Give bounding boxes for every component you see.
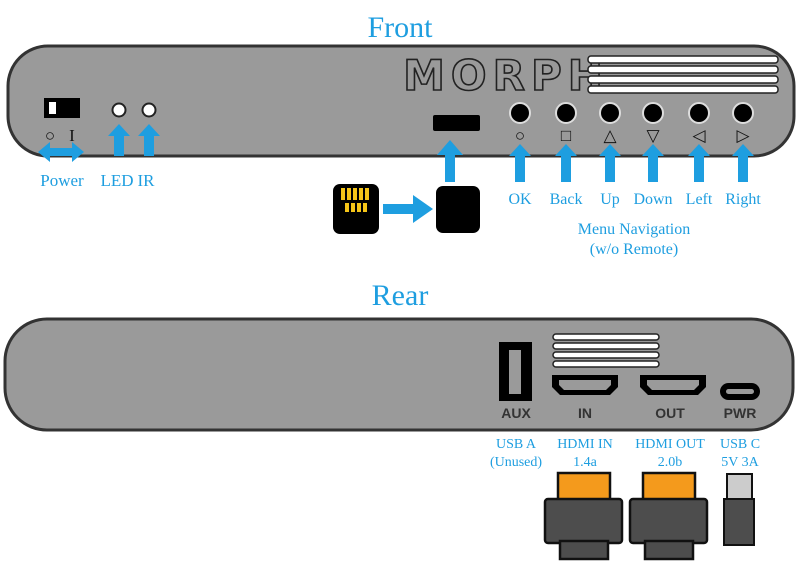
sd-card-slot [433,115,480,131]
nav-arrow-back [555,144,577,182]
nav-button-left[interactable] [688,102,710,124]
power-switch[interactable] [44,98,80,118]
port-label-aux: AUX [501,405,531,421]
nav-label-ok: OK [508,191,532,208]
port-caption-aux-line2: (Unused) [490,455,542,470]
led-indicator [111,102,127,118]
usb-c-port [720,383,760,400]
ir-label: IR [138,171,156,190]
hdmi-in-cable-icon [543,471,624,561]
menu-caption-line1: Menu Navigation [578,221,690,238]
power-on-symbol: I [69,126,75,145]
port-caption-out-line2: 2.0b [658,455,683,470]
power-double-arrow [38,142,84,162]
rear-heading: Rear [372,279,429,312]
port-caption-in-line2: 1.4a [573,455,598,470]
port-caption-pwr-line2: 5V 3A [721,455,759,470]
rear-vent-stripes [552,333,660,368]
power-off-symbol: ○ [45,126,55,145]
nav-label-up: Up [600,191,620,208]
sd-insert-arrow [383,195,433,223]
nav-label-right: Right [725,191,761,208]
led-label: LED [100,171,133,190]
nav-label-left: Left [686,191,713,208]
sd-card-inserted [436,186,480,233]
port-caption-in-line1: HDMI IN [557,437,613,452]
port-label-out: OUT [655,405,685,421]
front-heading: Front [367,11,433,44]
nav-arrow-right [732,144,754,182]
nav-arrow-ok [509,144,531,182]
morph-logo: MORPH [403,51,609,100]
nav-button-right[interactable] [732,102,754,124]
ir-receiver [141,102,157,118]
port-caption-pwr-line1: USB C [720,437,760,452]
usb-c-cable-icon [723,473,755,546]
nav-arrow-down [642,144,664,182]
nav-button-down[interactable] [642,102,664,124]
sd-slot-arrow [437,140,463,182]
nav-label-down: Down [633,191,672,208]
hdmi-out-port [640,375,706,395]
hdmi-out-cable-icon [628,471,709,561]
port-caption-aux-line1: USB A [496,437,537,452]
port-caption-out-line1: HDMI OUT [635,437,705,452]
nav-button-ok[interactable] [509,102,531,124]
power-label: Power [40,171,84,190]
usb-a-port [499,342,532,401]
nav-symbol-ok: ○ [515,126,525,145]
nav-symbol-up: △ [603,126,617,145]
sd-card-icon [333,184,379,234]
port-label-in: IN [578,405,592,421]
nav-arrow-left [688,144,710,182]
nav-label-back: Back [550,191,583,208]
port-label-pwr: PWR [724,405,757,421]
nav-symbol-left: ◁ [692,126,706,145]
nav-arrow-up [599,144,621,182]
menu-caption-line2: (w/o Remote) [590,241,678,258]
front-vent-stripes [587,55,779,94]
nav-symbol-back: □ [561,126,571,145]
nav-button-up[interactable] [599,102,621,124]
nav-symbol-right: ▷ [736,126,750,145]
nav-symbol-down: ▽ [646,126,660,145]
nav-button-back[interactable] [555,102,577,124]
hdmi-in-port [552,375,618,395]
